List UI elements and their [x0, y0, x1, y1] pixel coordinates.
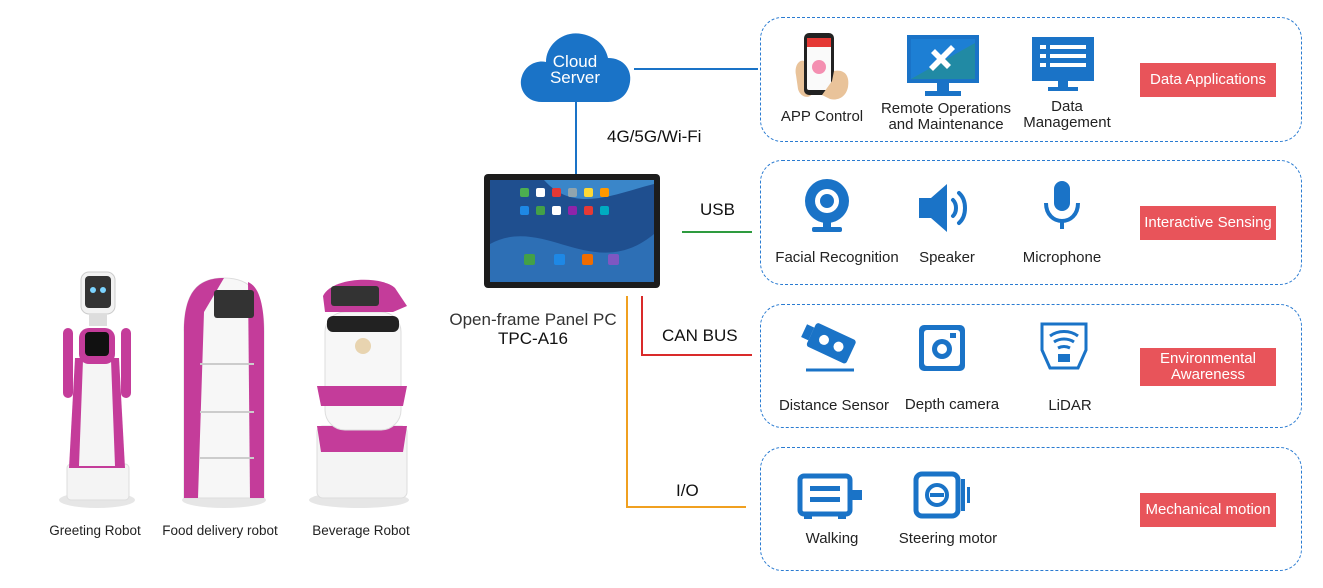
- webcam-icon: [802, 177, 852, 233]
- beverage-robot-image: [303, 276, 413, 508]
- depth-camera-label: Depth camera: [904, 396, 1000, 413]
- environmental-awareness-panel: [760, 304, 1302, 428]
- panel-pc-model: TPC-A16: [498, 329, 568, 348]
- app-control-label: APP Control: [780, 108, 864, 125]
- steering-motor-label: Steering motor: [898, 530, 998, 547]
- remote-operations-label: Remote Operations and Maintenance: [880, 100, 1012, 133]
- speaker-label: Speaker: [919, 249, 975, 266]
- panel-pc-name: Open-frame Panel PC: [449, 310, 617, 329]
- interactive-sensing-panel: [760, 160, 1302, 285]
- microphone-label: Microphone: [1022, 249, 1102, 266]
- io-label: I/O: [676, 481, 699, 500]
- distance-sensor-label: Distance Sensor: [778, 397, 890, 414]
- steering-motor-icon: [913, 471, 971, 519]
- usb-label: USB: [700, 200, 735, 219]
- distance-sensor-icon: [798, 322, 862, 374]
- walking-label: Walking: [805, 530, 859, 547]
- monitor-wrench-icon: [905, 33, 981, 99]
- environmental-awareness-badge: Environmental Awareness: [1140, 348, 1276, 386]
- lidar-label: LiDAR: [1048, 397, 1092, 414]
- can-bus-label: CAN BUS: [662, 326, 738, 345]
- smartphone-hand-icon: [792, 31, 854, 103]
- data-screen-icon: [1030, 35, 1096, 93]
- line-can: [641, 296, 752, 356]
- robot-label-food-delivery: Food delivery robot: [162, 523, 278, 538]
- cloud-shape: [520, 33, 631, 103]
- line-io: [626, 296, 746, 508]
- mechanical-motion-badge: Mechanical motion: [1140, 493, 1276, 527]
- panel-pc-device: [484, 174, 660, 288]
- robot-label-beverage: Beverage Robot: [312, 523, 410, 538]
- cloud-label-line2: Server: [549, 68, 601, 87]
- facial-recognition-label: Facial Recognition: [775, 249, 899, 266]
- data-applications-panel: [760, 17, 1302, 142]
- lidar-icon: [1040, 322, 1088, 374]
- mechanical-motion-panel: [760, 447, 1302, 571]
- depth-camera-icon: [917, 323, 967, 373]
- wireless-label: 4G/5G/Wi-Fi: [607, 127, 702, 146]
- data-applications-badge: Data Applications: [1140, 63, 1276, 97]
- microphone-icon: [1042, 179, 1082, 233]
- interactive-sensing-badge: Interactive Sensing: [1140, 206, 1276, 240]
- food-delivery-robot-image: [178, 272, 268, 508]
- speaker-icon: [917, 182, 973, 234]
- robot-label-greeting: Greeting Robot: [49, 523, 141, 538]
- cloud-server: Cloud Server: [516, 26, 634, 104]
- tablet-screen-icon: [484, 174, 660, 288]
- data-management-label: Data Management: [1023, 98, 1111, 131]
- motor-icon: [796, 470, 866, 520]
- greeting-robot-image: [55, 268, 140, 510]
- cloud-label-line1: Cloud: [552, 52, 598, 71]
